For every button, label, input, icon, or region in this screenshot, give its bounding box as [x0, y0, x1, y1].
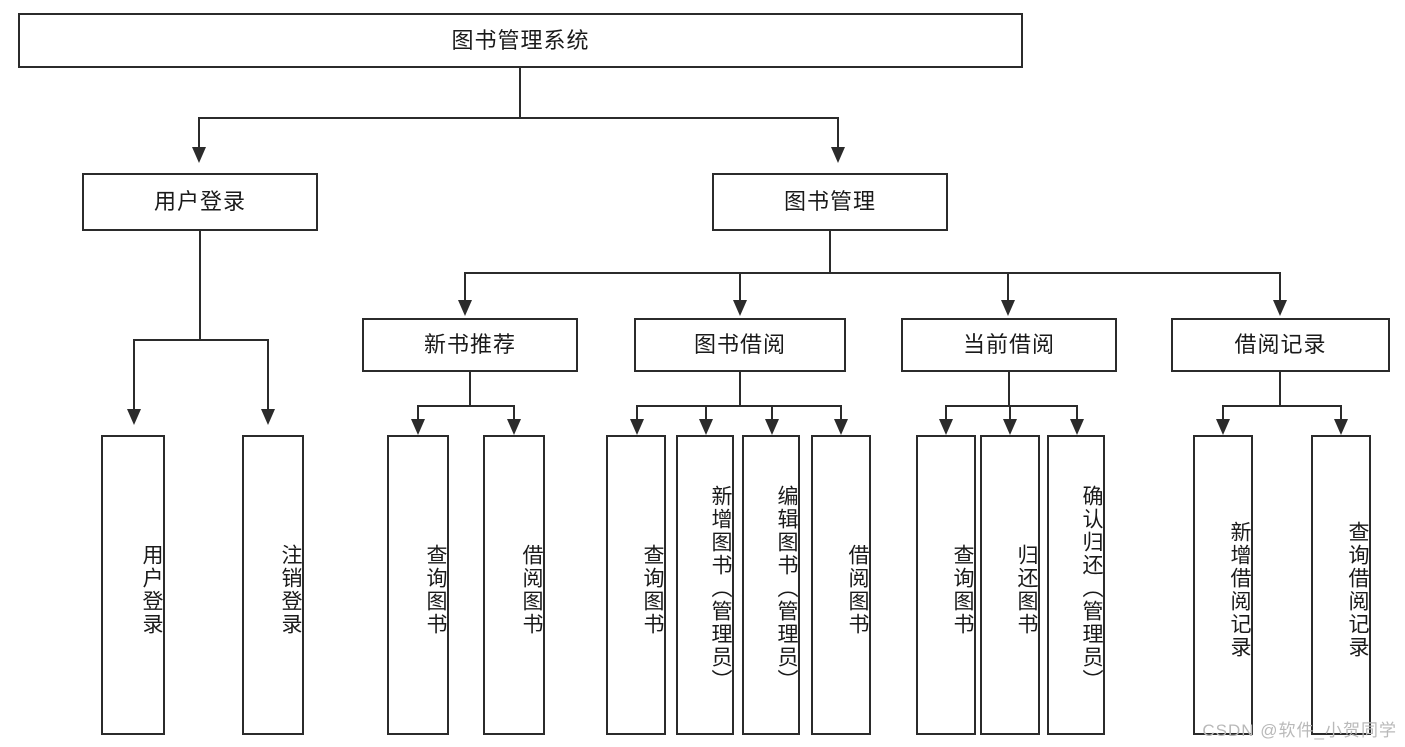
connector-drop-book-borrow	[739, 272, 741, 302]
node-label: 查询图书	[641, 544, 664, 636]
node-label: 注销登录	[279, 544, 302, 636]
connector-drop-cb-1	[1009, 405, 1011, 421]
node-borrow-record[interactable]: 借阅记录	[1171, 318, 1390, 372]
leaf-current-borrow-return-book[interactable]: 归还图书	[980, 435, 1040, 735]
connector-borrow-record-bus	[1222, 405, 1341, 407]
arrowhead-cb-1	[1003, 419, 1017, 435]
leaf-user-login-logout[interactable]: 注销登录	[242, 435, 304, 735]
leaf-current-borrow-confirm-return[interactable]: 确认归还（管理员）	[1047, 435, 1105, 735]
arrowhead-leaf-user-login	[127, 409, 141, 425]
connector-drop-leaf-logout	[267, 339, 269, 411]
leaf-borrow-record-query-record[interactable]: 查询借阅记录	[1311, 435, 1371, 735]
leaf-book-borrow-borrow-book[interactable]: 借阅图书	[811, 435, 871, 735]
leaf-new-book-recommend-borrow-book[interactable]: 借阅图书	[483, 435, 545, 735]
node-label: 编辑图书（管理员）	[775, 484, 798, 692]
node-label: 用户登录	[153, 189, 246, 215]
connector-borrow-record-stem	[1279, 372, 1281, 406]
connector-drop-cb-0	[945, 405, 947, 421]
leaf-book-borrow-query-book[interactable]: 查询图书	[606, 435, 666, 735]
arrowhead-bb-0	[630, 419, 644, 435]
arrowhead-bb-1	[699, 419, 713, 435]
connector-drop-br-1	[1340, 405, 1342, 421]
arrowhead-current-borrow	[1001, 300, 1015, 316]
arrowhead-br-1	[1334, 419, 1348, 435]
node-new-book-recommend[interactable]: 新书推荐	[362, 318, 578, 372]
connector-new-book-recommend-stem	[469, 372, 471, 406]
connector-user-login-stem	[199, 231, 201, 340]
connector-drop-nbr-0	[417, 405, 419, 421]
connector-drop-bb-1	[705, 405, 707, 421]
watermark: CSDN @软件_小贺同学	[1202, 721, 1397, 740]
connector-book-management-stem	[829, 231, 831, 273]
arrowhead-bb-3	[834, 419, 848, 435]
node-book-borrow[interactable]: 图书借阅	[634, 318, 846, 372]
connector-book-management-bus	[464, 272, 1281, 274]
connector-drop-br-0	[1222, 405, 1224, 421]
arrowhead-br-0	[1216, 419, 1230, 435]
arrowhead-new-book-recommend	[458, 300, 472, 316]
connector-drop-bb-2	[771, 405, 773, 421]
node-label: 用户登录	[140, 544, 163, 636]
node-current-borrow[interactable]: 当前借阅	[901, 318, 1117, 372]
node-label: 借阅图书	[846, 544, 869, 636]
connector-drop-bb-0	[636, 405, 638, 421]
node-label: 查询图书	[424, 544, 447, 636]
arrowhead-cb-2	[1070, 419, 1084, 435]
leaf-book-borrow-edit-book[interactable]: 编辑图书（管理员）	[742, 435, 800, 735]
node-label: 图书管理系统	[451, 27, 590, 53]
node-label: 归还图书	[1015, 544, 1038, 636]
node-user-login[interactable]: 用户登录	[82, 173, 318, 231]
connector-drop-cb-2	[1076, 405, 1078, 421]
connector-root-bus	[198, 117, 838, 119]
connector-current-borrow-stem	[1008, 372, 1010, 406]
node-root-book-management-system[interactable]: 图书管理系统	[18, 13, 1023, 68]
leaf-new-book-recommend-query-book[interactable]: 查询图书	[387, 435, 449, 735]
connector-drop-nbr-1	[513, 405, 515, 421]
arrowhead-cb-0	[939, 419, 953, 435]
arrowhead-nbr-0	[411, 419, 425, 435]
arrowhead-borrow-record	[1273, 300, 1287, 316]
connector-drop-current-borrow	[1007, 272, 1009, 302]
connector-drop-new-book-recommend	[464, 272, 466, 302]
connector-user-login-bus	[133, 339, 268, 341]
node-label: 当前借阅	[962, 332, 1055, 358]
connector-drop-user-login	[198, 117, 200, 149]
leaf-borrow-record-add-record[interactable]: 新增借阅记录	[1193, 435, 1253, 735]
node-label: 图书管理	[783, 189, 876, 215]
arrowhead-book-borrow	[733, 300, 747, 316]
node-label: 查询借阅记录	[1346, 521, 1369, 659]
arrowhead-book-management	[831, 147, 845, 163]
node-label: 确认归还（管理员）	[1080, 484, 1103, 692]
node-label: 新增借阅记录	[1228, 521, 1251, 659]
node-label: 借阅记录	[1234, 332, 1327, 358]
connector-drop-borrow-record	[1279, 272, 1281, 302]
node-book-management[interactable]: 图书管理	[712, 173, 948, 231]
connector-drop-book-management	[837, 117, 839, 149]
leaf-user-login-login[interactable]: 用户登录	[101, 435, 165, 735]
node-label: 新书推荐	[423, 332, 516, 358]
node-label: 图书借阅	[693, 332, 786, 358]
arrowhead-bb-2	[765, 419, 779, 435]
node-label: 查询图书	[951, 544, 974, 636]
connector-drop-bb-3	[840, 405, 842, 421]
arrowhead-nbr-1	[507, 419, 521, 435]
connector-current-borrow-bus	[945, 405, 1077, 407]
arrowhead-leaf-logout	[261, 409, 275, 425]
connector-new-book-recommend-bus	[417, 405, 514, 407]
node-label: 借阅图书	[520, 544, 543, 636]
node-label: 新增图书（管理员）	[709, 484, 732, 692]
connector-drop-leaf-user-login	[133, 339, 135, 411]
leaf-current-borrow-query-book[interactable]: 查询图书	[916, 435, 976, 735]
connector-book-borrow-stem	[739, 372, 741, 406]
connector-book-borrow-bus	[636, 405, 841, 407]
arrowhead-user-login	[192, 147, 206, 163]
connector-root-stem	[519, 68, 521, 118]
leaf-book-borrow-add-book[interactable]: 新增图书（管理员）	[676, 435, 734, 735]
